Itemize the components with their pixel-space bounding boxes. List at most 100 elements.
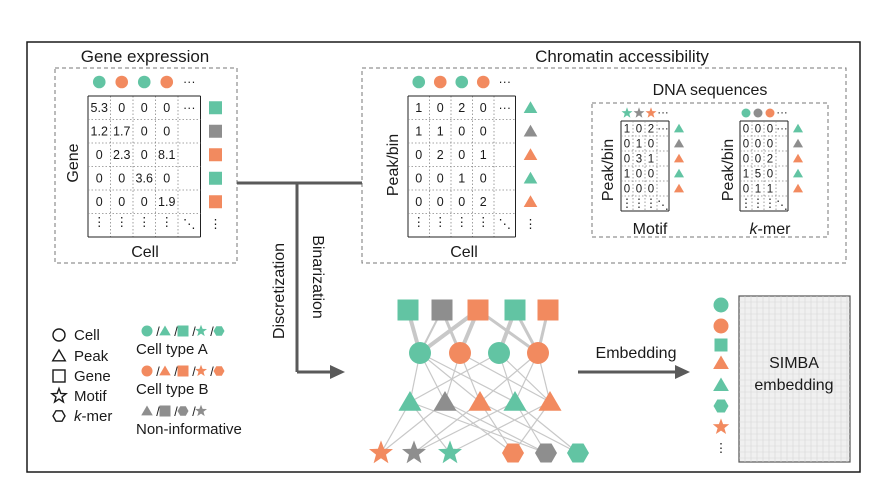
circle-icon: [52, 328, 66, 342]
legend-star-label: Motif: [74, 388, 107, 405]
motif-matrix-cell: 0: [636, 123, 642, 135]
kmer-col-label-rest: -mer: [758, 221, 792, 238]
motif-matrix-cell: 0: [648, 138, 654, 150]
chromatin-matrix-row-marker: [523, 124, 538, 137]
kmer-matrix-row-marker: [792, 138, 804, 148]
chromatin-matrix-cell: 1: [458, 171, 465, 185]
embedding-marker-circle: [713, 318, 729, 334]
gene-matrix-header-cell-1: [115, 75, 129, 89]
kmer-matrix-cell: 0: [743, 138, 749, 150]
motif-matrix-header-ellipsis: ···: [657, 107, 669, 119]
kmer-matrix-cell: 1: [755, 183, 761, 195]
graph-cell-node: [527, 342, 549, 364]
kmer-matrix-row-marker: [792, 123, 804, 133]
chromatin-matrix-vdots: ⋮: [434, 215, 447, 229]
hexagon-icon: [52, 410, 66, 422]
kmer-matrix-cell: 0: [767, 138, 773, 150]
chromatin-matrix-cell: 1: [480, 148, 487, 162]
motif-col-label: Motif: [633, 221, 668, 238]
motif-matrix-row-marker: [673, 123, 685, 133]
chromatin-matrix-ddots: ⋱: [499, 217, 512, 231]
motif-matrix-ddots: ⋱: [657, 200, 669, 212]
embedding-marker-square: [714, 338, 728, 352]
gene-matrix-vdots: ⋮: [116, 215, 129, 229]
gene-matrix-header-cell-3: [160, 75, 174, 89]
kmer-matrix-row-marker: [792, 153, 804, 163]
chromatin-matrix-cell: 0: [415, 171, 422, 185]
graph-star-node: [402, 440, 426, 464]
chromatin-matrix-row-marker: [523, 148, 538, 160]
gene-matrix-header-ellipsis: ···: [183, 75, 196, 89]
chromatin-matrix-cell: 0: [480, 124, 487, 138]
star-icon: [50, 386, 68, 404]
gene-matrix-row-marker: [209, 148, 222, 162]
motif-matrix-cell: 0: [648, 183, 654, 195]
gene-matrix-cell: 1.2: [91, 124, 108, 138]
gene-matrix-cell: 0: [141, 101, 148, 115]
motif-matrix-vdots: ⋮: [633, 198, 645, 210]
chromatin-matrix-vdots: ⋮: [456, 215, 469, 229]
heterogeneous-graph: [369, 299, 589, 464]
chromatin-matrix-cell: 0: [480, 101, 487, 115]
gene-matrix-cell: 0: [141, 195, 148, 209]
legend-slash: /: [210, 325, 214, 339]
chromatin-matrix-cell: 0: [458, 124, 465, 138]
kmer-matrix-ddots: ⋱: [776, 200, 788, 212]
graph-gene-node: [467, 299, 489, 321]
gene-matrix-header-cell-0: [92, 75, 106, 89]
motif-matrix-vdots: ⋮: [621, 198, 633, 210]
motif-matrix-cell: 0: [624, 153, 630, 165]
legend-group-label-1: Cell type B: [136, 381, 209, 398]
chromatin-accessibility-title: Chromatin accessibility: [535, 47, 709, 66]
graph-edge: [449, 401, 551, 454]
graph-gene-node: [504, 299, 526, 321]
legend-green-hexagon: [213, 326, 225, 336]
discretization-label: Discretization: [271, 243, 288, 339]
chromatin-matrix-cell: 2: [458, 101, 465, 115]
legend-group-label-2: Non-informative: [136, 421, 242, 438]
chromatin-matrix-cell: 0: [437, 195, 444, 209]
motif-matrix-cell: 0: [648, 168, 654, 180]
legend-green-triangle: [159, 325, 171, 336]
legend-gray-square: [159, 405, 171, 417]
gene-matrix-cell: 0: [163, 171, 170, 185]
chromatin-col-label: Cell: [450, 244, 478, 261]
gene-matrix-cell: 0: [163, 101, 170, 115]
graph-edge: [419, 352, 516, 403]
legend-slash: /: [156, 325, 160, 339]
graph-star-node: [438, 440, 462, 464]
embedding-arrowhead: [675, 365, 690, 379]
chromatin-matrix-cell: 1: [437, 124, 444, 138]
motif-matrix-cell: 2: [648, 123, 654, 135]
embedding-markers: ⋮: [712, 297, 730, 455]
gene-matrix-cell: 0: [141, 124, 148, 138]
graph-hexagon-node: [502, 443, 524, 463]
chromatin-matrix-cell: 0: [437, 171, 444, 185]
motif-matrix-row-ellipsis: ···: [657, 123, 669, 135]
kmer-matrix-cell: 5: [755, 168, 761, 180]
embedding-label-line1: SIMBA: [769, 355, 819, 372]
gene-col-label: Cell: [131, 244, 159, 261]
gene-matrix-cell: 0: [96, 195, 103, 209]
embedding-arrow-label: Embedding: [596, 345, 677, 362]
binarization-label: Binarization: [309, 235, 326, 319]
chromatin-matrix-marker-vdots: ⋮: [524, 217, 537, 231]
graph-edges: [380, 308, 579, 454]
legend-slash: /: [174, 405, 178, 419]
chromatin-matrix-cell: 0: [437, 101, 444, 115]
embedding-marker-circle: [713, 297, 729, 313]
figure-frame: [26, 41, 861, 473]
legend-slash: /: [174, 365, 178, 379]
gene-matrix-row-marker: [209, 124, 222, 138]
legend-slash: /: [192, 405, 196, 419]
graph-peak-node: [503, 391, 527, 411]
chromatin-matrix-header-ellipsis: ···: [499, 75, 512, 89]
kmer-matrix-cell: 0: [755, 123, 761, 135]
legend-gray-hexagon: [177, 406, 189, 416]
chromatin-matrix-cell: 1: [415, 101, 422, 115]
gene-matrix-cell: 5.3: [91, 101, 108, 115]
graph-edge: [413, 401, 516, 454]
motif-matrix-header-2: [645, 107, 657, 118]
